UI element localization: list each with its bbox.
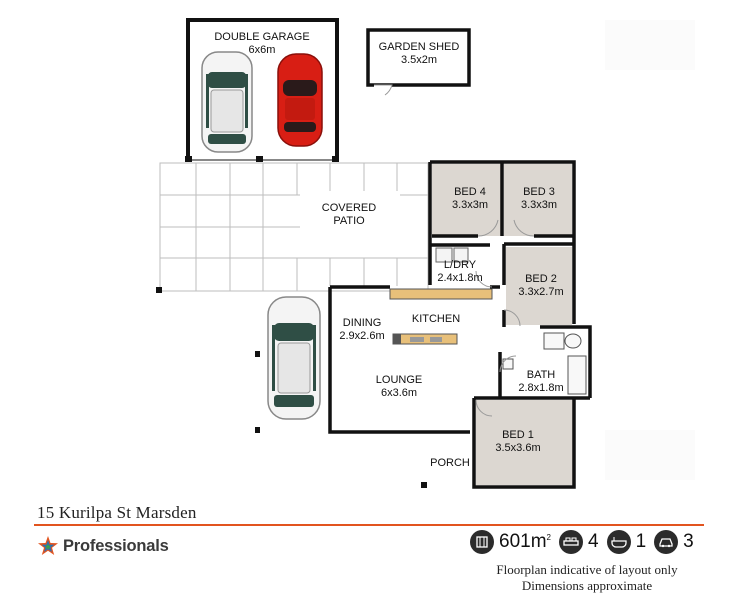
land-area-number: 601m	[499, 531, 547, 552]
bed4-size: 3.3x3m	[452, 199, 488, 211]
accent-divider	[34, 524, 704, 526]
brand-logo: Professionals	[37, 534, 169, 558]
bed3-size: 3.3x3m	[521, 199, 557, 211]
room-labels: BED 4 3.3x3m BED 3 3.3x3m L/DRY 2.4x1.8m…	[339, 186, 563, 469]
disclaimer-line-1: Floorplan indicative of layout only	[496, 562, 678, 577]
dining-label: DINING	[343, 317, 382, 329]
bedroom-floors	[432, 164, 573, 485]
lounge-label: LOUNGE	[376, 374, 422, 386]
bed3-label: BED 3	[523, 186, 555, 198]
dining-size: 2.9x2.6m	[339, 330, 384, 342]
background-blob	[605, 20, 695, 70]
land-area-icon	[470, 530, 494, 554]
property-address: 15 Kurilpa St Marsden	[37, 503, 197, 522]
laundry-fixtures	[435, 247, 469, 263]
land-area-value: 601m2	[499, 531, 551, 553]
bathroom-fixtures	[502, 332, 587, 395]
brand-name: Professionals	[63, 536, 169, 555]
bath-label: BATH	[527, 369, 556, 381]
land-area-unit-sup: 2	[546, 533, 551, 542]
disclaimer: Floorplan indicative of layout only Dime…	[472, 562, 702, 594]
bath-size: 2.8x1.8m	[518, 382, 563, 394]
door-swings	[475, 219, 535, 417]
patio-label-2: PATIO	[333, 215, 365, 227]
bed2-label: BED 2	[525, 273, 557, 285]
bed4-label: BED 4	[454, 186, 486, 198]
kitchen-label: KITCHEN	[412, 313, 460, 325]
bath-icon	[606, 530, 631, 554]
bedroom-count: 4	[587, 531, 599, 552]
patio-post	[156, 287, 162, 293]
shed-label: GARDEN SHED	[379, 41, 460, 53]
lounge-size: 6x3.6m	[381, 387, 417, 399]
property-stats: 601m2 4 1 3	[470, 527, 702, 557]
double-garage: DOUBLE GARAGE 6x6m	[185, 18, 339, 162]
disclaimer-line-2: Dimensions approximate	[521, 578, 653, 593]
car-icon	[654, 530, 679, 554]
red-car-icon	[277, 53, 323, 147]
background-blob	[605, 430, 695, 480]
patio-label: COVERED	[322, 202, 376, 214]
porch-posts	[421, 482, 427, 488]
carport-posts	[255, 351, 260, 433]
kitchen-counters	[389, 288, 493, 345]
white-car-icon	[201, 51, 253, 153]
house-walls	[328, 160, 592, 489]
laundry-label: L/DRY	[444, 259, 477, 271]
floor-plan: DOUBLE GARAGE 6x6m GARDEN SHED 3.5x2m	[156, 18, 695, 489]
bed2-size: 3.3x2.7m	[518, 286, 563, 298]
star-logo-icon	[38, 536, 58, 555]
garden-shed: GARDEN SHED 3.5x2m	[366, 28, 471, 96]
porch-label: PORCH	[430, 457, 470, 469]
shed-size: 3.5x2m	[401, 54, 437, 66]
covered-patio	[159, 162, 429, 292]
bed-icon	[558, 530, 583, 554]
carport-car-icon	[267, 296, 321, 420]
bed1-size: 3.5x3.6m	[495, 442, 540, 454]
garage-size: 6x6m	[249, 44, 276, 56]
bathroom-count: 1	[635, 531, 647, 552]
bed1-label: BED 1	[502, 429, 534, 441]
garage-label: DOUBLE GARAGE	[214, 31, 309, 43]
laundry-size: 2.4x1.8m	[437, 272, 482, 284]
parking-count: 3	[683, 531, 694, 552]
